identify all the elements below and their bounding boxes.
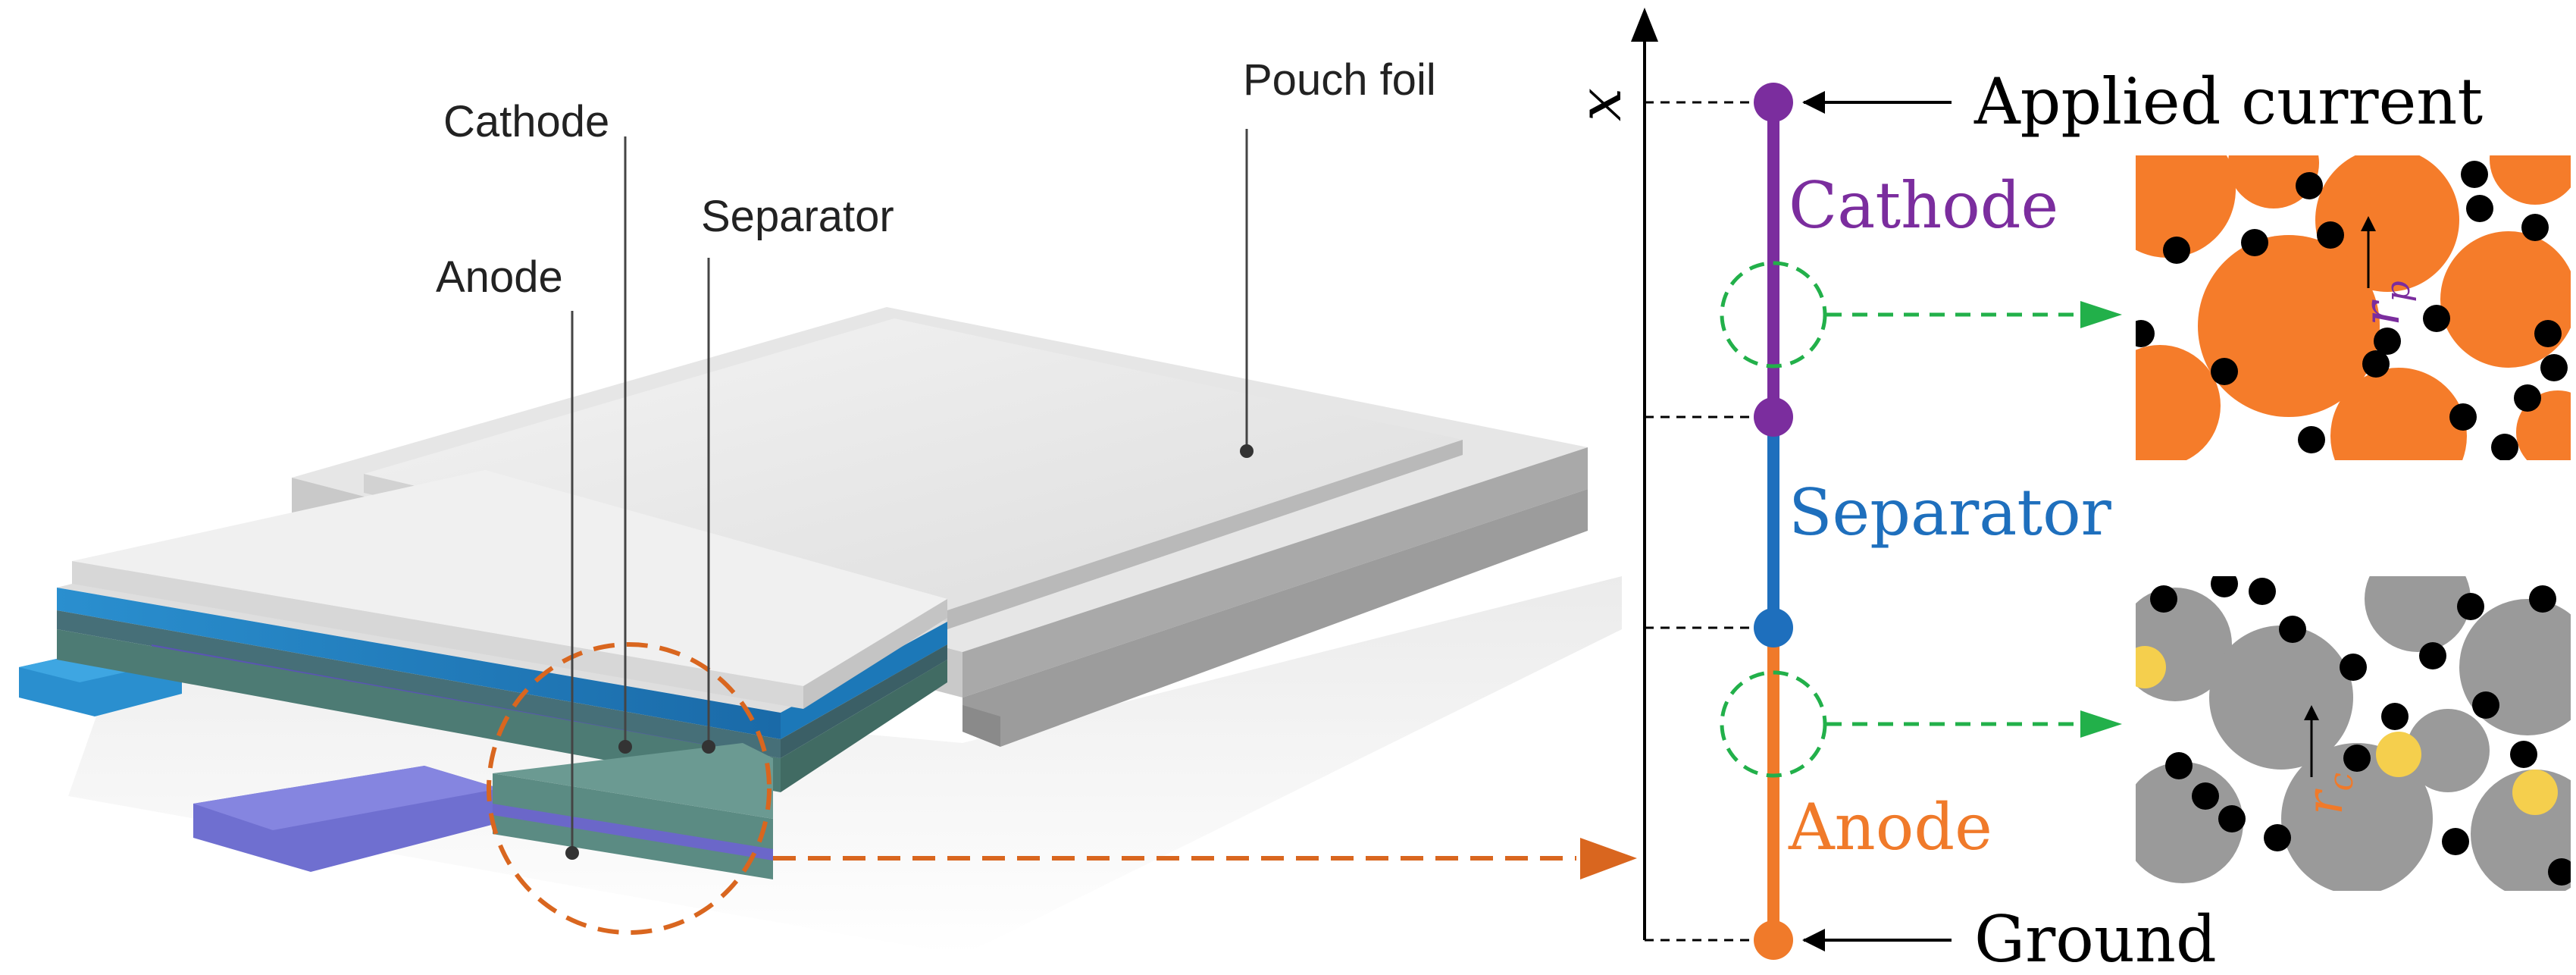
x-axis-label: x [1567, 88, 1635, 121]
zoom-circle [487, 642, 772, 935]
electrode-stack [19, 470, 947, 879]
label-anode-cell: Anode [436, 252, 563, 302]
separator-domain-label: Separator [1789, 475, 2112, 550]
cathode-inset-arrowhead [2080, 301, 2122, 328]
carbon-particles-cathode [2136, 161, 2568, 460]
anode-inset-marker [1720, 670, 1827, 778]
ground-label: Ground [1974, 902, 2217, 975]
leader-lines [571, 129, 1248, 853]
rp-label: rp [2352, 281, 2418, 326]
label-separator-cell: Separator [701, 192, 894, 241]
carbon-particles-anode [2150, 576, 2571, 886]
pouch-cell-illustration: Pouch foil Cathode Separator Anode [19, 55, 1622, 955]
cathode-particles [2136, 155, 2571, 460]
cathode-inset-marker [1720, 261, 1827, 368]
label-cathode-cell: Cathode [443, 97, 609, 146]
anode-highlight-particles [2136, 646, 2558, 815]
node-separator-anode [1754, 608, 1793, 647]
zoom-connector-arrow [773, 838, 1637, 879]
model-diagram: x Applied current Ground Cathode Separat… [1567, 8, 2483, 975]
label-pouch-foil: Pouch foil [1243, 55, 1436, 105]
rc-label: rc [2296, 773, 2361, 815]
anode-microstructure-inset: rc [2136, 576, 2571, 891]
applied-current-label: Applied current [1973, 64, 2483, 139]
boundary-dashes [1645, 101, 1770, 942]
node-cathode-top [1754, 83, 1793, 122]
cell-top-layer [72, 470, 947, 686]
cathode-microstructure-inset: rp [2136, 155, 2571, 460]
node-cathode-separator [1754, 397, 1793, 437]
leader-dots [565, 444, 1254, 860]
x-axis-arrowhead [1631, 8, 1658, 42]
anode-domain-label: Anode [1788, 790, 1992, 864]
node-ground [1754, 920, 1793, 960]
anode-inset-arrowhead [2080, 710, 2122, 738]
cell-shadow [68, 576, 1622, 955]
cathode-domain-label: Cathode [1789, 168, 2058, 243]
